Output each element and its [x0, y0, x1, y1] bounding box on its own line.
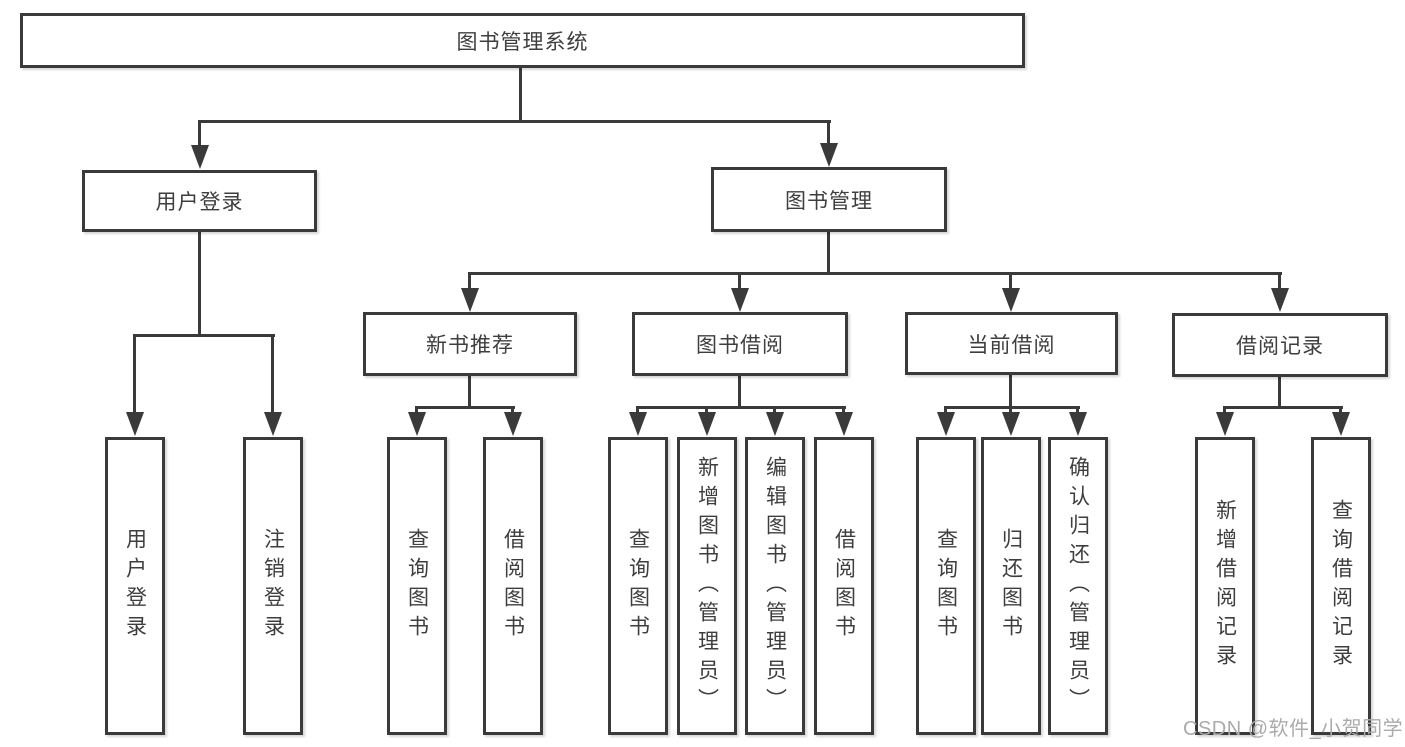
connector-line	[842, 406, 845, 416]
node-new-book-recommend: 新书推荐	[363, 312, 577, 376]
connector-line	[705, 406, 708, 416]
arrowhead-down-icon	[126, 412, 144, 436]
arrowhead-down-icon	[820, 143, 838, 167]
arrowhead-down-icon	[461, 288, 479, 312]
leaf-borrowing-query-books: 查询图书	[608, 437, 668, 735]
arrowhead-down-icon	[937, 412, 955, 436]
node-book-management: 图书管理	[711, 167, 947, 232]
connector-line	[944, 406, 1080, 409]
connector-line	[1009, 406, 1012, 416]
connector-line	[1339, 406, 1342, 416]
arrowhead-down-icon	[1069, 412, 1087, 436]
node-borrowing-records: 借阅记录	[1172, 313, 1388, 377]
connector-line	[198, 232, 201, 337]
connector-line	[1009, 272, 1012, 292]
arrowhead-down-icon	[629, 412, 647, 436]
connector-line	[1278, 272, 1281, 292]
arrowhead-down-icon	[698, 412, 716, 436]
leaf-records-query-record: 查询借阅记录	[1311, 437, 1371, 735]
arrowhead-down-icon	[1002, 412, 1020, 436]
arrowhead-down-icon	[1332, 412, 1350, 436]
connector-line	[738, 376, 741, 409]
connector-line	[636, 406, 639, 416]
connector-line	[198, 120, 831, 123]
connector-line	[415, 406, 515, 409]
connector-line	[271, 334, 274, 416]
connector-line	[827, 232, 830, 275]
arrowhead-down-icon	[1002, 288, 1020, 312]
arrowhead-down-icon	[264, 412, 282, 436]
connector-line	[1009, 375, 1012, 409]
leaf-borrowing-edit-books-admin: 编辑图书（管理员）	[745, 437, 805, 735]
connector-line	[1223, 406, 1226, 416]
csdn-watermark: CSDN @软件_小贺同学	[1183, 718, 1404, 740]
leaf-borrowing-add-books-admin: 新增图书（管理员）	[677, 437, 737, 735]
root-node-book-management-system: 图书管理系统	[20, 13, 1025, 68]
leaf-current-confirm-return-admin: 确认归还（管理员）	[1048, 437, 1108, 735]
leaf-user-login: 用户登录	[105, 437, 165, 735]
node-user-login: 用户登录	[82, 170, 317, 232]
arrowhead-down-icon	[504, 412, 522, 436]
connector-line	[1076, 406, 1079, 416]
leaf-current-return-books: 归还图书	[981, 437, 1041, 735]
arrowhead-down-icon	[731, 288, 749, 312]
connector-line	[773, 406, 776, 416]
connector-line	[468, 272, 471, 292]
connector-line	[133, 334, 136, 416]
leaf-borrowing-borrow-books: 借阅图书	[814, 437, 874, 735]
connector-line	[636, 406, 846, 409]
leaf-current-query-books: 查询图书	[916, 437, 976, 735]
node-book-borrowing: 图书借阅	[632, 312, 848, 376]
arrowhead-down-icon	[1216, 412, 1234, 436]
connector-line	[468, 272, 1282, 275]
node-current-borrowing: 当前借阅	[905, 312, 1118, 375]
connector-line	[738, 272, 741, 292]
connector-line	[415, 406, 418, 416]
leaf-recommend-query-books: 查询图书	[387, 437, 447, 735]
arrowhead-down-icon	[408, 412, 426, 436]
connector-line	[944, 406, 947, 416]
arrowhead-down-icon	[766, 412, 784, 436]
connector-line	[519, 68, 522, 120]
connector-line	[198, 120, 201, 150]
connector-line	[1278, 377, 1281, 409]
arrowhead-down-icon	[191, 145, 209, 169]
connector-line	[133, 334, 275, 337]
leaf-logout: 注销登录	[243, 437, 303, 735]
connector-line	[1223, 406, 1343, 409]
connector-line	[827, 120, 830, 148]
connector-line	[468, 376, 471, 409]
arrowhead-down-icon	[835, 412, 853, 436]
arrowhead-down-icon	[1271, 288, 1289, 312]
leaf-records-add-record: 新增借阅记录	[1195, 437, 1255, 735]
connector-line	[511, 406, 514, 416]
leaf-recommend-borrow-books: 借阅图书	[483, 437, 543, 735]
